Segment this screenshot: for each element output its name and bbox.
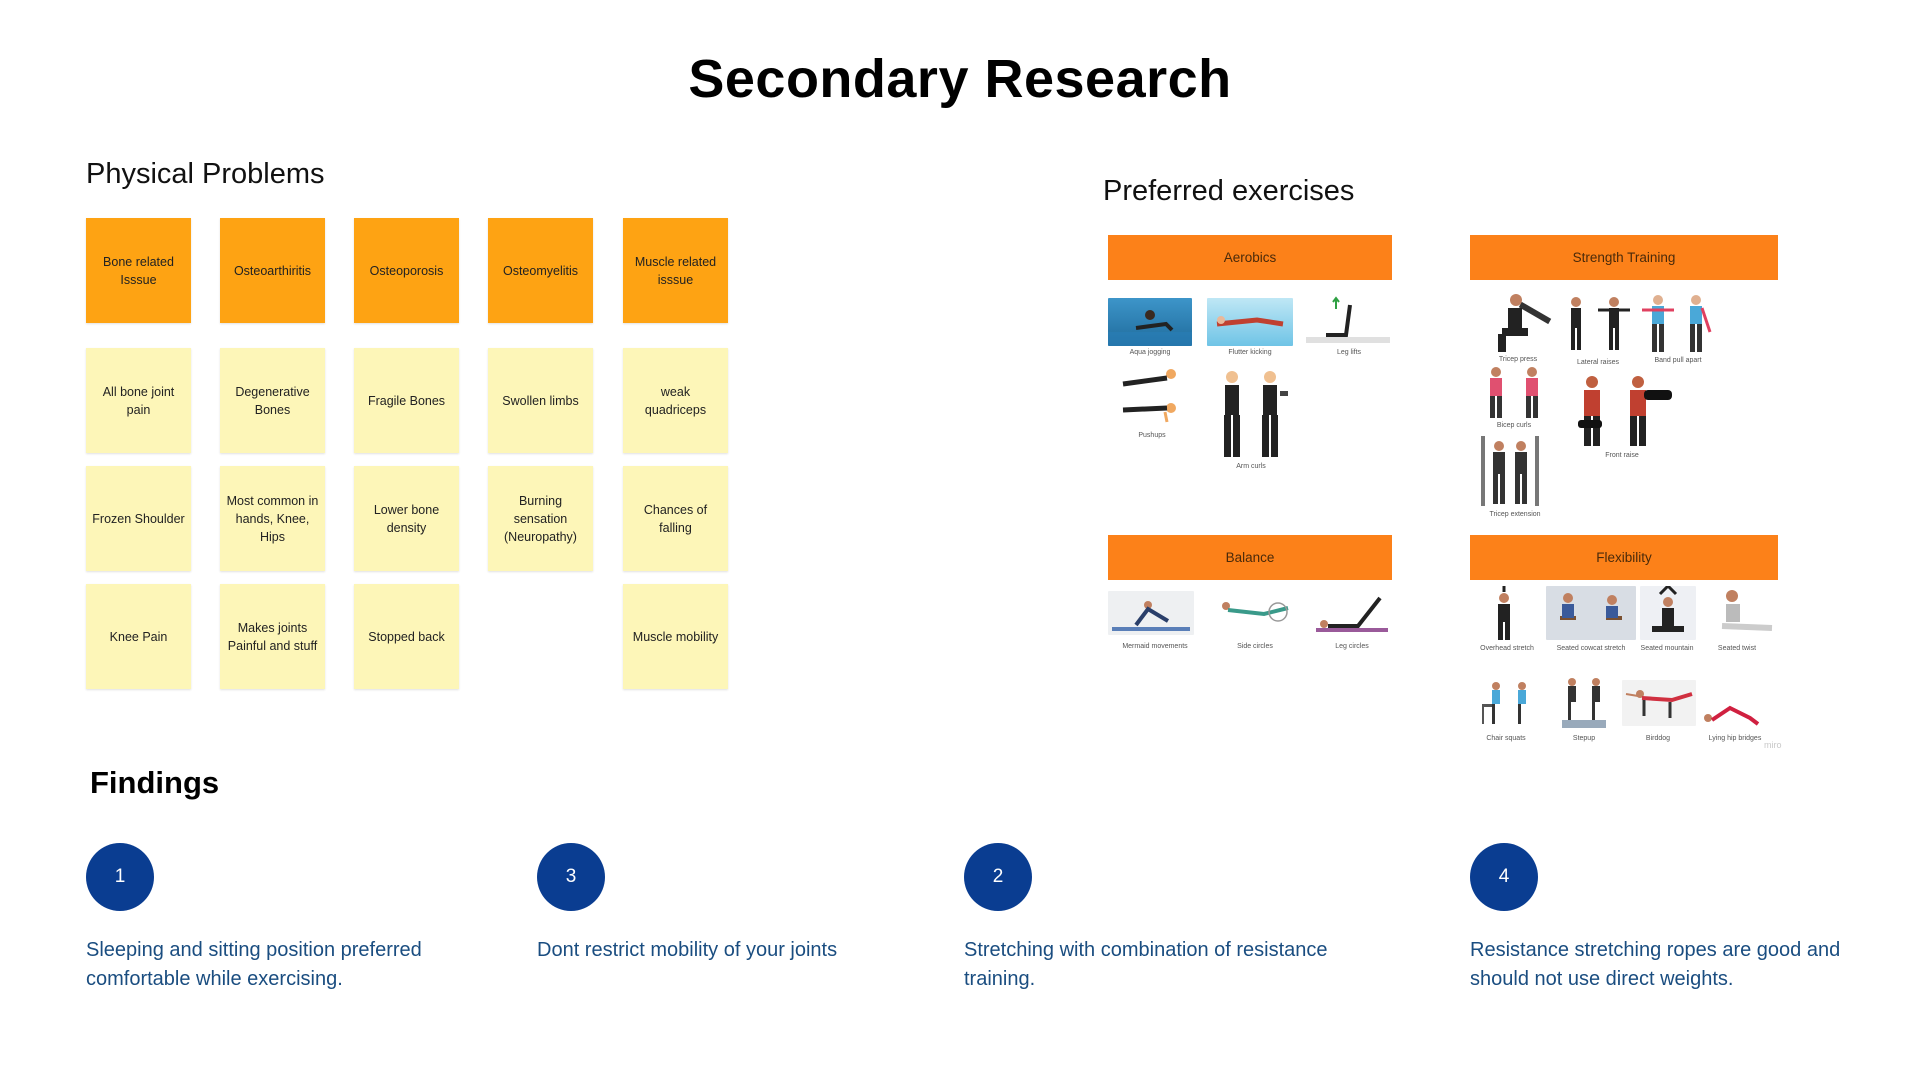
finding-number-badge: 2	[964, 843, 1032, 911]
caption: Leg lifts	[1336, 349, 1362, 356]
arm-curls-image	[1210, 365, 1292, 461]
sticky-note: Knee Pain	[86, 584, 191, 689]
caption: Flutter kicking	[1228, 349, 1272, 356]
sticky-note: Makes joints Painful and stuff	[220, 584, 325, 689]
caption: Bicep curls	[1496, 422, 1532, 429]
sticky-note: Stopped back	[354, 584, 459, 689]
findings-title: Findings	[90, 765, 220, 800]
caption: Chair squats	[1486, 735, 1526, 742]
seated-twist-image	[1702, 586, 1778, 640]
finding-text: Dont restrict mobility of your joints	[537, 939, 838, 961]
caption: Mermaid movements	[1122, 643, 1188, 650]
caption: Side circles	[1237, 643, 1273, 650]
band-pull-apart-image	[1640, 292, 1716, 354]
aerobics-header: Aerobics	[1108, 235, 1392, 280]
caption: Stepup	[1572, 735, 1596, 742]
page-title: Secondary Research	[688, 49, 1232, 109]
tricep-extension-image	[1475, 432, 1559, 508]
seated-cowcat-stretch-image	[1546, 586, 1636, 640]
sticky-note-header-muscle: Muscle related isssue	[623, 218, 728, 323]
caption: Aqua jogging	[1129, 349, 1171, 356]
caption: Leg circles	[1335, 643, 1369, 650]
caption: Overhead stretch	[1480, 645, 1534, 652]
finding-number-badge: 4	[1470, 843, 1538, 911]
birddog-image	[1622, 680, 1696, 726]
tricep-press-image	[1478, 290, 1564, 354]
caption: Pushups	[1138, 432, 1166, 439]
caption: Tricep press	[1498, 356, 1538, 363]
sticky-note: Frozen Shoulder	[86, 466, 191, 571]
physical-problems-title: Physical Problems	[86, 158, 325, 190]
sticky-note: Most common in hands, Knee, Hips	[220, 466, 325, 571]
finding-text: Resistance stretching ropes are good and…	[1470, 939, 1841, 990]
bicep-curls-image	[1480, 364, 1554, 420]
finding-text: Stretching with combination of resistanc…	[964, 939, 1328, 990]
sticky-note: Chances of falling	[623, 466, 728, 571]
aqua-jogging-image	[1108, 298, 1192, 346]
caption: Front raise	[1605, 452, 1639, 459]
caption: Arm curls	[1236, 463, 1266, 470]
caption: Seated cowcat stretch	[1556, 645, 1626, 652]
sticky-note: Lower bone density	[354, 466, 459, 571]
flexibility-header: Flexibility	[1470, 535, 1778, 580]
caption: Lying hip bridges	[1708, 735, 1762, 742]
caption: Tricep extension	[1489, 511, 1541, 518]
preferred-exercises-title: Preferred exercises	[1103, 175, 1355, 207]
finding-text: Sleeping and sitting position preferred …	[86, 939, 422, 990]
caption: Seated twist	[1717, 645, 1757, 652]
sticky-note: Muscle mobility	[623, 584, 728, 689]
finding-number-badge: 1	[86, 843, 154, 911]
side-circles-image	[1214, 596, 1298, 630]
sticky-note-header-osteoarthritis: Osteoarthiritis	[220, 218, 325, 323]
sticky-note: Swollen limbs	[488, 348, 593, 453]
caption: Band pull apart	[1654, 357, 1702, 364]
sticky-note: All bone joint pain	[86, 348, 191, 453]
sticky-note: Fragile Bones	[354, 348, 459, 453]
pushups-image	[1115, 364, 1193, 428]
sticky-note-header-osteomyelitis: Osteomyelitis	[488, 218, 593, 323]
miro-watermark: miro	[1764, 740, 1782, 750]
leg-circles-image	[1314, 592, 1390, 636]
seated-mountain-image	[1640, 586, 1696, 640]
chair-squats-image	[1478, 680, 1540, 726]
front-raise-image	[1570, 370, 1674, 450]
sticky-note: Burning sensation (Neuropathy)	[488, 466, 593, 571]
caption: Lateral raises	[1576, 359, 1620, 366]
leg-lifts-image	[1306, 295, 1390, 347]
sticky-note-header-bone: Bone related Isssue	[86, 218, 191, 323]
overhead-stretch-image	[1480, 586, 1544, 642]
sticky-note: weak quadriceps	[623, 348, 728, 453]
lateral-raises-image	[1562, 294, 1636, 352]
caption: Seated mountain	[1640, 645, 1694, 652]
sticky-note-header-osteoporosis: Osteoporosis	[354, 218, 459, 323]
flutter-kicking-image	[1207, 298, 1293, 346]
balance-header: Balance	[1108, 535, 1392, 580]
stepup-image	[1556, 676, 1612, 730]
sticky-note: Degenerative Bones	[220, 348, 325, 453]
lying-hip-bridges-image	[1700, 694, 1766, 728]
mermaid-movements-image	[1108, 591, 1194, 635]
caption: Birddog	[1645, 735, 1671, 742]
finding-number-badge: 3	[537, 843, 605, 911]
strength-training-header: Strength Training	[1470, 235, 1778, 280]
